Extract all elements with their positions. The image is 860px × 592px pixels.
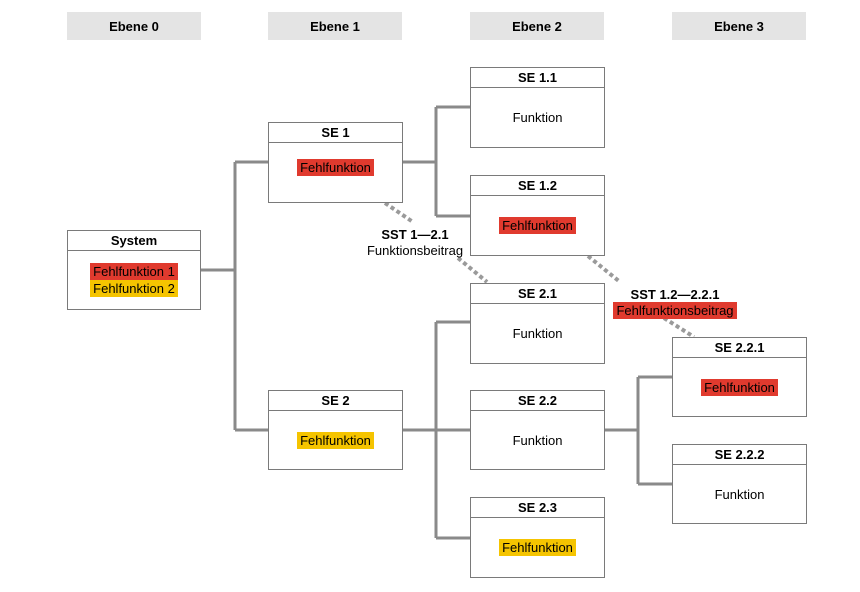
node-system-title: System <box>68 231 200 251</box>
tree-edges <box>201 105 672 540</box>
system-malfunction-2: Fehlfunktion 2 <box>90 280 178 297</box>
interface-label-se1-se21: SST 1—2.1 Funktionsbeitrag <box>345 227 485 259</box>
system-malfunction-1: Fehlfunktion 1 <box>90 263 178 280</box>
interface-code-2: SST 1.2—2.2.1 <box>630 287 720 302</box>
node-se22-title: SE 2.2 <box>471 391 604 411</box>
level-header-1: Ebene 1 <box>268 12 402 40</box>
interface-line-se12-se221 <box>586 254 696 339</box>
se222-function: Funktion <box>714 486 765 502</box>
edge-se1-children <box>403 105 470 218</box>
node-se221[interactable]: SE 2.2.1 Fehlfunktion <box>672 337 807 417</box>
se22-function: Funktion <box>512 432 563 448</box>
level-header-2: Ebene 2 <box>470 12 604 40</box>
se21-function: Funktion <box>512 326 563 341</box>
node-se21[interactable]: SE 2.1 Funktion <box>470 283 605 364</box>
interface-line-se1-se21 <box>383 201 489 284</box>
se12-function: Fehlfunktion <box>499 217 576 234</box>
node-se12[interactable]: SE 1.2 Fehlfunktion <box>470 175 605 256</box>
node-se222-title: SE 2.2.2 <box>673 445 806 465</box>
node-se221-title: SE 2.2.1 <box>673 338 806 358</box>
node-se11[interactable]: SE 1.1 Funktion <box>470 67 605 148</box>
se11-function: Funktion <box>512 110 563 125</box>
se2-function: Fehlfunktion <box>297 431 374 449</box>
node-se11-title: SE 1.1 <box>471 68 604 88</box>
node-se2[interactable]: SE 2 Fehlfunktion <box>268 390 403 470</box>
edge-se22-children <box>605 375 672 486</box>
node-se1-title: SE 1 <box>269 123 402 143</box>
node-se2-title: SE 2 <box>269 391 402 411</box>
node-se22[interactable]: SE 2.2 Funktion <box>470 390 605 470</box>
node-se23-title: SE 2.3 <box>471 498 604 518</box>
interface-description-2: Fehlfunktionsbeitrag <box>613 302 737 319</box>
node-se23[interactable]: SE 2.3 Fehlfunktion <box>470 497 605 578</box>
node-se222[interactable]: SE 2.2.2 Funktion <box>672 444 807 524</box>
se221-function: Fehlfunktion <box>701 378 778 396</box>
level-header-0: Ebene 0 <box>67 12 201 40</box>
se1-function: Fehlfunktion <box>297 159 374 176</box>
node-se1[interactable]: SE 1 Fehlfunktion <box>268 122 403 203</box>
interface-label-se12-se221: SST 1.2—2.2.1 Fehlfunktionsbeitrag <box>605 287 745 319</box>
node-system[interactable]: System Fehlfunktion 1 Fehlfunktion 2 <box>67 230 201 310</box>
interface-code-1: SST 1—2.1 <box>381 227 449 242</box>
interface-description-1: Funktionsbeitrag <box>366 243 464 258</box>
edge-se2-children <box>403 320 470 540</box>
node-se21-title: SE 2.1 <box>471 284 604 304</box>
node-se12-title: SE 1.2 <box>471 176 604 196</box>
level-header-3: Ebene 3 <box>672 12 806 40</box>
edge-system-se <box>201 160 268 432</box>
se23-function: Fehlfunktion <box>499 539 576 556</box>
